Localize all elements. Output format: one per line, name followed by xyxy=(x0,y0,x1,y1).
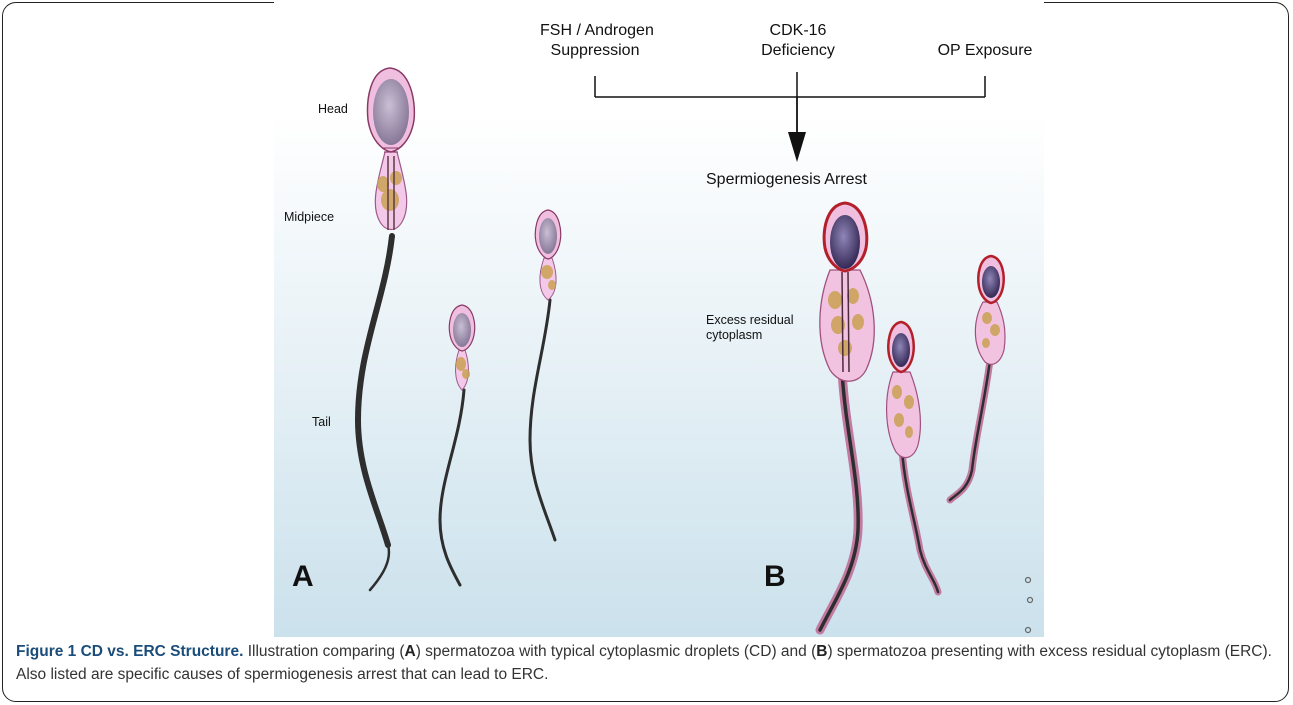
label-midpiece: Midpiece xyxy=(284,210,334,224)
cause-cdk16: CDK-16 Deficiency xyxy=(748,21,848,61)
panel-letter-a: A xyxy=(292,560,314,594)
cause-op-exposure: OP Exposure xyxy=(920,41,1050,61)
label-head: Head xyxy=(318,102,348,116)
figure-caption: Figure 1 CD vs. ERC Structure. Illustrat… xyxy=(16,640,1278,686)
label-tail: Tail xyxy=(312,415,331,429)
sperm-illustration xyxy=(274,0,1044,637)
panel-letter-b: B xyxy=(764,560,786,594)
caption-title: Figure 1 CD vs. ERC Structure. xyxy=(16,643,243,660)
label-excess-residual-cytoplasm: Excess residual cytoplasm xyxy=(706,313,794,343)
outcome-label: Spermiogenesis Arrest xyxy=(706,171,867,189)
cause-fsh-androgen: FSH / Androgen Suppression xyxy=(540,21,650,61)
